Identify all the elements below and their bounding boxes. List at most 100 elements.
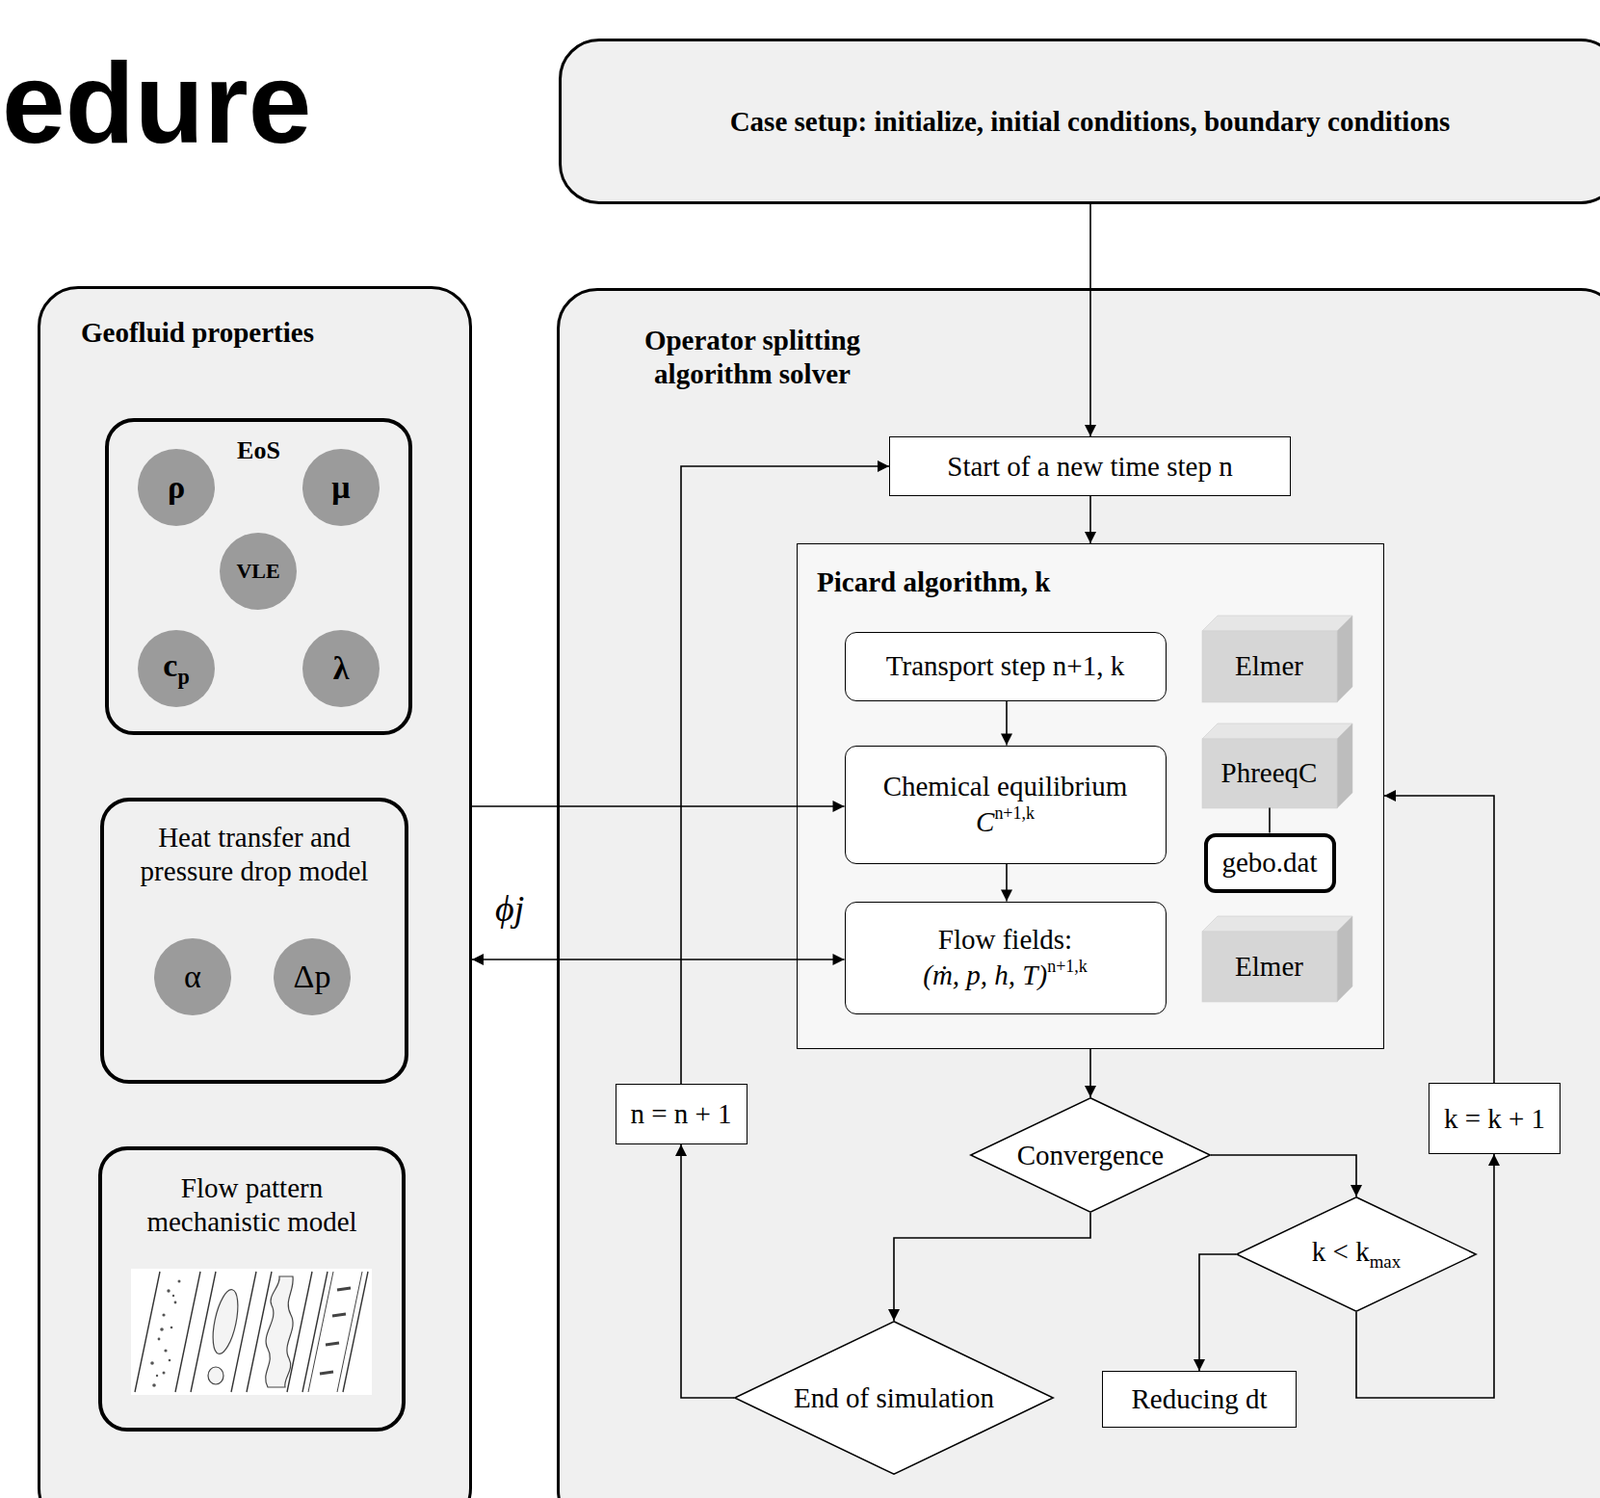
node-label: Operator splitting algorithm solver [644,324,861,390]
node-content: α [154,938,232,1016]
process-box: Start of a new time step n [889,436,1291,497]
droplet [319,1371,334,1374]
model-group: Flow pattern mechanistic model [98,1146,406,1432]
bubble [161,1312,165,1316]
index-text: max [1369,1251,1401,1272]
process-box: k = k + 1 [1428,1082,1561,1155]
liquid-film [337,1271,363,1392]
node-content: PhreeqC [1202,738,1338,809]
node-content: Start of a new time step n [890,437,1290,496]
node-label: (ṁ, p, h, T) [922,959,1048,991]
flow-arrow [1356,1154,1495,1398]
node-label: ρ [167,469,185,505]
node-label: Case setup: initialize, initial conditio… [730,105,1451,137]
property-circle: α [154,938,232,1016]
liquid-film [308,1271,334,1392]
text-line: ρ [167,468,185,508]
node-label: Elmer [1234,950,1304,982]
block-front [1202,738,1338,809]
flow-arrow [472,958,845,961]
droplet [332,1313,346,1316]
node-label: c [162,647,178,683]
index-text: n+1,k [1047,956,1088,976]
bubble [178,1280,182,1284]
text-line: k = k + 1 [1443,1101,1546,1136]
bubble [174,1301,178,1305]
text-line: cp [162,646,189,690]
bubble [172,1294,175,1297]
node-label: Reducing dt [1131,1383,1268,1415]
text-line: Picard algorithm, k [816,565,1050,600]
text-line: α [183,957,202,997]
pipe-walls [134,1271,368,1392]
node-content: End of simulation [734,1320,1054,1475]
process-box: Reducing dt [1101,1370,1297,1428]
property-circle: Δp [273,938,351,1016]
process-box: Transport step n+1, k [844,631,1167,702]
flow-arrow [681,1144,735,1398]
bubble [163,1348,167,1352]
text-line: Convergence [1017,1138,1164,1173]
text-line: Δp [293,957,332,997]
node-label: Heat transfer and pressure drop model [140,821,369,887]
node-label: PhreeqC [1221,757,1318,788]
pipe-wall [246,1271,272,1392]
property-circle: λ [302,629,380,708]
edge-label: ϕj [495,890,525,927]
bubble [152,1383,157,1388]
flow-arrow [1199,1254,1236,1371]
node-content: Convergence [970,1097,1211,1213]
node-content: n = n + 1 [616,1084,747,1144]
droplet [337,1287,351,1290]
process-box: Chemical equilibriumCn+1,k [844,745,1167,865]
text-line: Heat transfer and pressure drop model [123,820,386,889]
node-label: C [975,806,995,838]
pipe-wall [190,1271,216,1392]
bubble [156,1374,158,1377]
node-label: Elmer [1234,650,1304,682]
node-label: μ [331,469,350,505]
text-line: Cn+1,k [975,803,1035,840]
node-content: cp [137,629,215,708]
pipe-wall [287,1271,313,1392]
property-circle: ρ [137,448,215,526]
pipe-wall [302,1271,328,1392]
diamond-shape [970,1098,1211,1213]
node-content: VLE [219,532,297,610]
bubble [168,1359,172,1363]
software-block: PhreeqC [1202,723,1353,809]
page-title: edure [1,46,312,160]
node-label: gebo.dat [1221,846,1317,878]
text-line: k < kmax [1311,1234,1401,1273]
node-label: End of simulation [793,1382,995,1414]
process-box: n = n + 1 [615,1083,748,1145]
block-side [1337,615,1353,703]
software-block: Elmer [1202,916,1353,1002]
node-label: Transport step n+1, k [886,650,1125,682]
flow-arrow [1005,864,1008,902]
slug-flow [208,1286,243,1385]
decision-diamond: k < kmax [1235,1196,1477,1312]
node-content: Flow fields:(ṁ, p, h, T)n+1,k [845,902,1166,1014]
pipe-wall [231,1271,257,1392]
text-line: End of simulation [793,1381,995,1416]
bubble [159,1327,164,1332]
node-content: λ [302,629,380,708]
flow-arrow [1005,701,1008,746]
pipe-wall [175,1271,201,1392]
block-top [1202,916,1353,932]
database-box: gebo.dat [1204,833,1337,893]
text-line: (ṁ, p, h, T)n+1,k [922,956,1087,993]
flow-arrow [1089,496,1092,544]
churn-flow [265,1276,294,1388]
text-line: Reducing dt [1131,1382,1268,1417]
bubble [166,1288,170,1292]
process-box: Flow fields:(ṁ, p, h, T)n+1,k [844,901,1167,1015]
droplet [325,1342,340,1345]
node-label: k < k [1311,1235,1370,1267]
text-line: Flow pattern mechanistic model [121,1171,383,1239]
property-circle: cp [137,629,215,708]
